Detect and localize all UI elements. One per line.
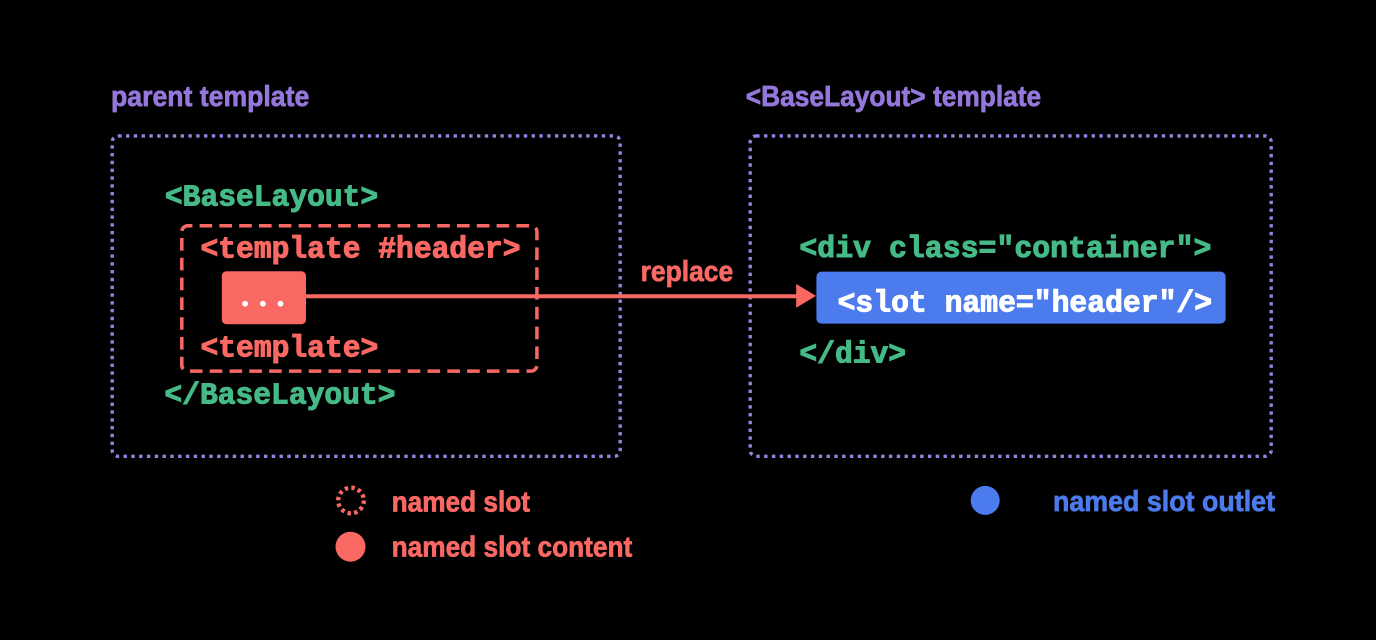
svg-text:<template #header>: <template #header>	[201, 234, 521, 268]
svg-text:<div class="container">: <div class="container">	[799, 233, 1211, 267]
svg-text:<BaseLayout> template: <BaseLayout> template	[746, 81, 1041, 113]
svg-text:<slot name="header"/>: <slot name="header"/>	[838, 288, 1213, 322]
svg-text:</BaseLayout>: </BaseLayout>	[164, 380, 395, 414]
svg-text:parent template: parent template	[111, 81, 309, 113]
svg-text:replace: replace	[641, 256, 734, 288]
svg-text:<template>: <template>	[201, 333, 379, 367]
svg-text:named slot: named slot	[392, 486, 531, 518]
svg-text:<BaseLayout>: <BaseLayout>	[165, 181, 378, 215]
svg-text:named slot content: named slot content	[392, 532, 633, 564]
svg-text:</div>: </div>	[799, 339, 906, 373]
svg-text:named slot outlet: named slot outlet	[1053, 486, 1275, 518]
